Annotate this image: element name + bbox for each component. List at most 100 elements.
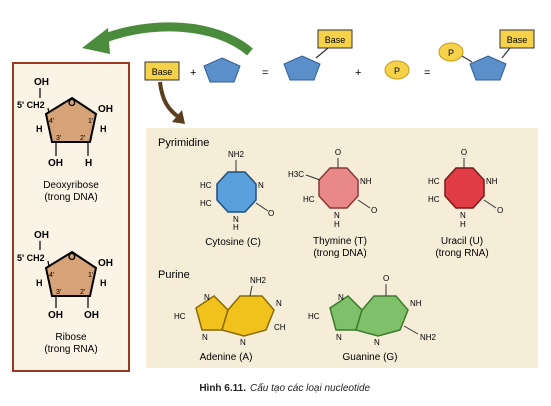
nh-label: NH bbox=[360, 177, 372, 186]
nh-label: NH bbox=[486, 177, 498, 186]
ring-oxygen: O bbox=[68, 252, 76, 263]
nh2-label: NH2 bbox=[250, 276, 267, 285]
curved-arrow bbox=[82, 22, 253, 56]
n-label: N bbox=[204, 293, 210, 302]
h-left: H bbox=[36, 124, 43, 134]
c2-label: 2' bbox=[80, 135, 85, 142]
adenine-structure: NH2 HC N N N CH N Adenine (A) bbox=[174, 276, 286, 363]
h-right: H bbox=[100, 278, 107, 288]
figure-caption: Hình 6.11. Cấu tạo các loại nucleotide bbox=[199, 382, 370, 394]
caption-text: Cấu tạo các loại nucleotide bbox=[250, 382, 371, 394]
nh2-label: NH2 bbox=[420, 333, 437, 342]
plus-sign: + bbox=[190, 67, 196, 79]
ch-label: CH bbox=[274, 323, 286, 332]
n-label: N bbox=[233, 215, 239, 224]
base-box bbox=[317, 29, 353, 49]
base-box bbox=[144, 61, 180, 81]
n-label: N bbox=[258, 181, 264, 190]
base-label: Base bbox=[152, 67, 173, 77]
equals-sign: = bbox=[262, 67, 268, 79]
oh-bottom2: OH bbox=[84, 310, 99, 321]
ch2-label: 5' CH2 bbox=[17, 100, 45, 110]
h-label: H bbox=[233, 223, 239, 232]
guanine-structure: O HC N N NH NH2 N Guanine (G) bbox=[308, 274, 437, 363]
c4-label: 4' bbox=[49, 272, 54, 279]
plus-sign: + bbox=[355, 67, 361, 79]
adenine-name: Adenine (A) bbox=[200, 352, 253, 363]
oh-bottom: OH bbox=[48, 310, 63, 321]
hc-label: HC bbox=[428, 177, 440, 186]
c4-label: 4' bbox=[49, 118, 54, 125]
h-left: H bbox=[36, 278, 43, 288]
c1-label: 1' bbox=[88, 272, 93, 279]
ring-oxygen: O bbox=[68, 98, 76, 109]
deoxyribose-note: (trong DNA) bbox=[44, 192, 97, 203]
sugar-pentagon bbox=[203, 57, 241, 83]
o-label: O bbox=[371, 206, 377, 215]
h3c-label: H3C bbox=[288, 170, 304, 179]
hc-label: HC bbox=[303, 195, 315, 204]
cytosine-name: Cytosine (C) bbox=[205, 237, 261, 248]
o-label: O bbox=[497, 206, 503, 215]
purine-title: Purine bbox=[158, 269, 190, 281]
thymine-name: Thymine (T) bbox=[313, 236, 367, 247]
c1-label: 1' bbox=[88, 118, 93, 125]
hc-label: HC bbox=[200, 199, 212, 208]
caption-label: Hình 6.11. bbox=[199, 383, 246, 394]
o-label: O bbox=[335, 148, 341, 157]
deoxyribose-structure: OH 5' CH2 O 4' 1' 3' 2' OH H H OH H Deox… bbox=[17, 77, 113, 203]
n-label: N bbox=[338, 293, 344, 302]
hc-label: HC bbox=[308, 312, 320, 321]
cytosine-structure: NH2 HC HC N O N H Cytosine (C) bbox=[200, 150, 274, 248]
h-right: H bbox=[100, 124, 107, 134]
ribose-structure: OH 5' CH2 O 4' 1' 3' 2' OH H H OH OH Rib… bbox=[17, 230, 113, 355]
n-label: N bbox=[336, 333, 342, 342]
o-label: O bbox=[461, 148, 467, 157]
deoxyribose-name: Deoxyribose bbox=[43, 180, 99, 191]
nh-label: NH bbox=[410, 299, 422, 308]
deoxyribose-pentagon bbox=[44, 96, 98, 143]
ch2-label: 5' CH2 bbox=[17, 253, 45, 263]
n-label: N bbox=[276, 299, 282, 308]
nh2-label: NH2 bbox=[228, 150, 245, 159]
nucleotide-pentagon bbox=[469, 55, 507, 81]
n-label: N bbox=[460, 211, 466, 220]
uracil-note: (trong RNA) bbox=[435, 248, 488, 259]
phosphate-label: P bbox=[394, 66, 400, 76]
base-box bbox=[499, 29, 535, 49]
c3-label: 3' bbox=[56, 289, 61, 296]
ribose-name: Ribose bbox=[55, 332, 87, 343]
oh-right: OH bbox=[98, 104, 113, 115]
oh-right: OH bbox=[98, 258, 113, 269]
n-label: N bbox=[374, 338, 380, 347]
phosphate-circle bbox=[384, 60, 410, 80]
h-label: H bbox=[460, 220, 466, 229]
guanine-name: Guanine (G) bbox=[342, 352, 397, 363]
top-oh-label: OH bbox=[34, 77, 49, 88]
c3-label: 3' bbox=[56, 135, 61, 142]
base-label: Base bbox=[325, 35, 346, 45]
hc-label: HC bbox=[200, 181, 212, 190]
nucleoside-pentagon bbox=[283, 55, 321, 81]
h-bottom: H bbox=[85, 158, 92, 169]
ribose-pentagon bbox=[44, 250, 98, 297]
equals-sign: = bbox=[424, 67, 430, 79]
o-label: O bbox=[268, 209, 274, 218]
ribose-note: (trong RNA) bbox=[44, 344, 97, 355]
hc-label: HC bbox=[428, 195, 440, 204]
nucleotide-equation: Base + = Base + P = P Base bbox=[144, 29, 535, 83]
c2-label: 2' bbox=[80, 289, 85, 296]
down-arrow bbox=[158, 81, 185, 124]
pyrimidine-title: Pyrimidine bbox=[158, 137, 209, 149]
phosphate-label: P bbox=[448, 48, 454, 58]
n-label: N bbox=[240, 338, 246, 347]
h-label: H bbox=[334, 220, 340, 229]
n-label: N bbox=[334, 211, 340, 220]
o-label: O bbox=[383, 274, 389, 283]
base-label: Base bbox=[507, 35, 528, 45]
thymine-structure: O H3C HC NH O N H Thymine (T) (trong DNA… bbox=[288, 148, 377, 259]
top-oh-label: OH bbox=[34, 230, 49, 241]
hc-label: HC bbox=[174, 312, 186, 321]
